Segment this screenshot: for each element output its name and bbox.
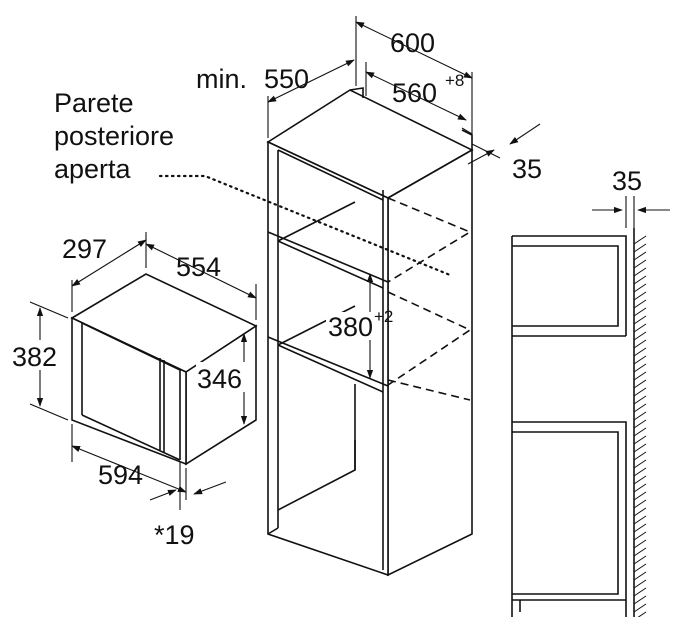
label-back-wall-line1: Parete: [54, 88, 134, 118]
leader-back-wall: [158, 174, 452, 277]
dim-560-tolerance: +8: [445, 71, 464, 90]
dim-min-depth: min. 550: [196, 59, 355, 138]
label-back-wall-line2: posteriore: [54, 121, 174, 151]
dim-297-text: 297: [62, 234, 107, 264]
dim-side-gap: 35: [592, 166, 670, 228]
dim-back-gap: 35: [461, 123, 542, 184]
appliance: [70, 273, 258, 466]
dim-cabinet-width: 600: [355, 16, 473, 140]
label-back-wall: Parete posteriore aperta: [54, 88, 174, 184]
label-back-wall-line3: aperta: [54, 154, 132, 184]
dim-front-offset: *19: [149, 462, 227, 550]
dim-380-text: 380: [328, 312, 373, 342]
dim-niche-width: 560 +8: [365, 62, 467, 121]
dim-594-text: 594: [98, 460, 143, 490]
side-section-view: [511, 228, 647, 617]
dim-19-text: *19: [154, 520, 195, 550]
dim-appliance-inner-height: 346: [196, 333, 248, 425]
dim-346-text: 346: [197, 364, 242, 394]
dim-560-text: 560: [392, 78, 437, 108]
dim-382-text: 382: [12, 342, 57, 372]
dim-appliance-height: 382: [12, 301, 69, 421]
dim-appliance-inner-width: 554: [145, 243, 257, 320]
dim-35-back-text: 35: [512, 154, 542, 184]
dim-380-tolerance: +2: [374, 307, 393, 326]
dim-niche-height: 380 +2: [326, 273, 393, 379]
dim-550-text: 550: [264, 64, 309, 94]
dim-appliance-width: 594: [71, 424, 187, 500]
dim-35-side-text: 35: [612, 166, 642, 196]
dim-min-prefix: min.: [196, 64, 247, 94]
dim-554-text: 554: [176, 252, 221, 282]
dim-appliance-depth: 297: [62, 232, 147, 312]
tall-cabinet: [266, 87, 474, 577]
wall-hatching: [633, 235, 647, 617]
dim-600-text: 600: [390, 28, 435, 58]
